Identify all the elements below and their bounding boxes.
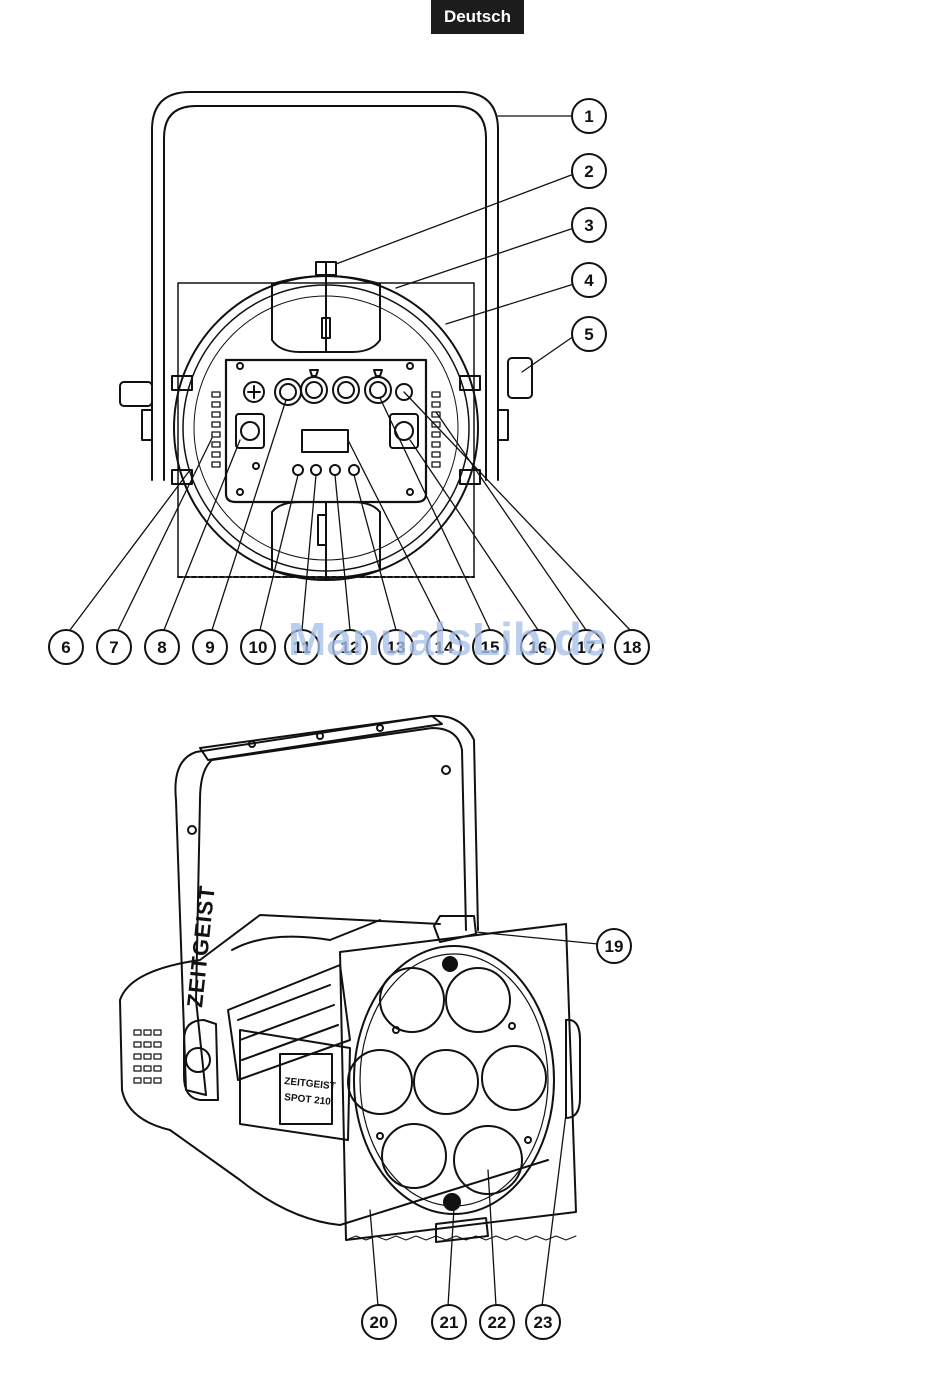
right-knob	[508, 358, 532, 398]
callout-number: 7	[109, 638, 118, 657]
badge-model-label: SPOT 210	[284, 1092, 332, 1108]
callout-number: 20	[370, 1313, 389, 1332]
callout-2: 2	[572, 154, 606, 188]
callout-number: 8	[157, 638, 166, 657]
callout-number: 21	[440, 1313, 459, 1332]
iso-knob	[184, 1020, 218, 1100]
iso-cell-bottom-left	[382, 1124, 446, 1188]
leader-lines-top	[70, 116, 630, 630]
button-4	[349, 465, 359, 475]
xlr-in-2	[333, 377, 359, 403]
watermark: ManualsLib.de	[288, 612, 668, 666]
callout-number: 6	[61, 638, 70, 657]
iso-top-clip	[434, 916, 476, 942]
callout-number: 2	[584, 162, 593, 181]
button-1	[293, 465, 303, 475]
iso-cell-mid-right	[482, 1046, 546, 1110]
callout-5: 5	[572, 317, 606, 351]
left-knob	[120, 382, 152, 406]
callout-21: 21	[432, 1305, 466, 1339]
callouts-bottom: 19 20 21 22 23	[362, 929, 631, 1339]
callout-number: 19	[605, 937, 624, 956]
rear-view-figure	[120, 92, 532, 580]
callout-1: 1	[572, 99, 606, 133]
iso-yoke	[175, 716, 478, 1095]
iso-cell-center	[414, 1050, 478, 1114]
badge-brand-label: ZEITGEIST	[284, 1076, 337, 1092]
callout-number: 9	[205, 638, 214, 657]
display-window	[302, 430, 348, 452]
callout-9: 9	[193, 630, 227, 664]
xlr-out-1	[301, 377, 327, 403]
callout-number: 22	[488, 1313, 507, 1332]
yoke-brand-label: ZEITGEIST	[182, 884, 220, 1009]
iso-cell-mid-left	[348, 1050, 412, 1114]
callout-6: 6	[49, 630, 83, 664]
button-3	[330, 465, 340, 475]
callout-20: 20	[362, 1305, 396, 1339]
button-2	[311, 465, 321, 475]
callout-19: 19	[597, 929, 631, 963]
iso-cell-top-right	[446, 968, 510, 1032]
callout-10: 10	[241, 630, 275, 664]
iso-cell-bottom-right	[454, 1126, 522, 1194]
iso-bottom-clip	[436, 1218, 488, 1242]
callout-4: 4	[572, 263, 606, 297]
callout-number: 5	[584, 325, 593, 344]
iso-cell-top-left	[380, 968, 444, 1032]
callout-number: 23	[534, 1313, 553, 1332]
callout-23: 23	[526, 1305, 560, 1339]
xlr-out-2	[365, 377, 391, 403]
callout-7: 7	[97, 630, 131, 664]
callout-number: 10	[249, 638, 268, 657]
callout-number: 1	[584, 107, 593, 126]
callout-number: 4	[584, 271, 594, 290]
leader-lines-bottom	[370, 932, 598, 1306]
callout-number: 3	[584, 216, 593, 235]
iso-gel-frame	[340, 924, 576, 1240]
callout-3: 3	[572, 208, 606, 242]
xlr-in-1	[275, 379, 301, 405]
callout-8: 8	[145, 630, 179, 664]
callout-22: 22	[480, 1305, 514, 1339]
